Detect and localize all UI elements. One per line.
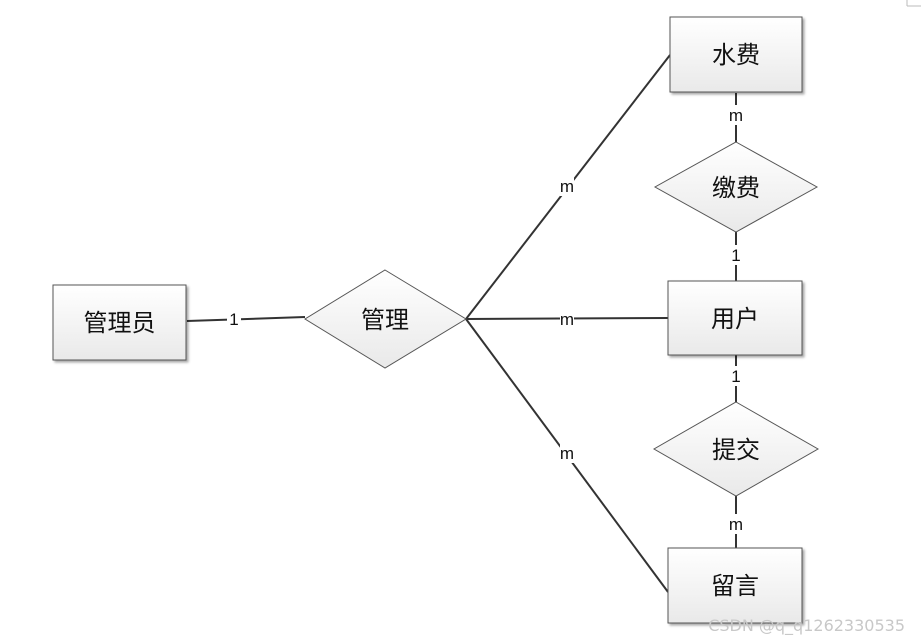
entity-water-fee-box <box>669 16 803 93</box>
relationship-submit-label: 提交 <box>712 436 760 464</box>
cardinality-pay-user: 1 <box>731 246 740 265</box>
relationship-submit: 提交 <box>652 401 820 497</box>
line-admin-manage <box>186 316 306 322</box>
cardinality-manage-user: m <box>560 310 574 329</box>
entity-water-fee: 水费 <box>669 16 803 93</box>
entity-admin-label: 管理员 <box>84 309 156 337</box>
entity-water-fee-label: 水费 <box>712 41 760 69</box>
relationship-submit-diamond <box>652 401 820 497</box>
cardinality-admin-manage: 1 <box>229 310 238 329</box>
relationship-manage-label: 管理 <box>361 306 409 334</box>
entity-user-box <box>667 280 803 356</box>
entity-admin: 管理员 <box>52 284 187 361</box>
cardinality-user-submit: 1 <box>731 367 740 386</box>
relationship-pay: 缴费 <box>653 141 819 233</box>
entity-user: 用户 <box>667 280 803 356</box>
entity-user-label: 用户 <box>711 305 759 333</box>
cardinality-manage-message: m <box>560 444 574 463</box>
entity-message-box <box>667 547 803 624</box>
entity-admin-box <box>52 284 187 361</box>
watermark: CSDN @q_q1262330535 <box>708 616 905 636</box>
entity-message: 留言 <box>667 547 803 624</box>
connectors <box>186 54 737 593</box>
relationship-manage: 管理 <box>304 269 467 369</box>
cardinality-manage-water-fee: m <box>560 177 574 196</box>
entity-message-label: 留言 <box>711 572 759 600</box>
relationship-pay-label: 缴费 <box>712 174 760 202</box>
relationship-pay-diamond <box>653 141 819 233</box>
cardinality-labels: 1 m m m m 1 1 m <box>227 105 744 534</box>
cardinality-submit-message: m <box>729 515 743 534</box>
cardinality-water-fee-pay: m <box>729 106 743 125</box>
relationship-manage-diamond <box>304 269 467 369</box>
corner-mark <box>906 0 921 7</box>
